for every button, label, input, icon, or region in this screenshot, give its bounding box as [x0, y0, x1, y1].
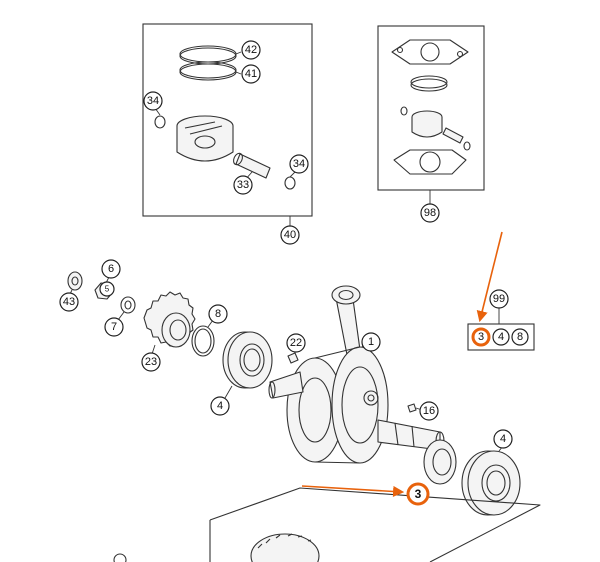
callout-16: 16: [419, 401, 439, 421]
gear-23: [143, 291, 196, 348]
cylinder-base-gasket: [393, 149, 467, 175]
callout-98: 98: [420, 203, 440, 223]
svg-text:43: 43: [63, 296, 75, 308]
callout-41: 41: [241, 64, 261, 84]
svg-text:40: 40: [284, 229, 296, 241]
svg-text:3: 3: [415, 487, 422, 501]
svg-text:1: 1: [368, 336, 374, 348]
callout-5: 5: [99, 281, 115, 297]
svg-text:3: 3: [478, 331, 484, 343]
callout-8: 8: [208, 304, 228, 324]
callout-34-bottom: 34: [289, 154, 309, 174]
piston-kit-box: [142, 23, 313, 226]
crankshaft: [268, 285, 445, 464]
kit-99-box: [467, 307, 535, 351]
piston-pin-33: [233, 152, 271, 179]
callout-1: 1: [361, 332, 381, 352]
svg-text:4: 4: [500, 433, 506, 445]
svg-text:4: 4: [217, 400, 223, 412]
svg-text:99: 99: [493, 293, 505, 305]
callout-6: 6: [101, 259, 121, 279]
callout-3-highlighted: 3: [406, 482, 430, 506]
callout-22: 22: [286, 333, 306, 353]
cylinder-head-gasket: [391, 39, 469, 65]
svg-text:23: 23: [145, 356, 157, 368]
svg-text:5: 5: [105, 285, 110, 294]
callout-4-left: 4: [210, 396, 230, 416]
o-ring-8: [191, 325, 215, 357]
svg-text:98: 98: [424, 207, 436, 219]
callout-7: 7: [104, 317, 124, 337]
callout-34-top: 34: [143, 91, 163, 111]
callout-33: 33: [233, 175, 253, 195]
gasket-kit-ring: [410, 75, 448, 89]
piston-ring-42: [179, 45, 237, 65]
rotor-partial: [250, 533, 320, 562]
svg-text:8: 8: [517, 331, 523, 343]
kit-callout-8: 8: [511, 328, 529, 346]
svg-text:42: 42: [245, 44, 257, 56]
circlip-34b: [284, 176, 296, 190]
kit-callout-3: 3: [471, 327, 491, 347]
callout-40: 40: [280, 225, 300, 245]
svg-text:8: 8: [215, 308, 221, 320]
bearing-right: [461, 450, 521, 516]
callout-43: 43: [59, 292, 79, 312]
svg-text:22: 22: [290, 337, 302, 349]
callout-4-right: 4: [493, 429, 513, 449]
svg-text:41: 41: [245, 68, 257, 80]
piston: [176, 115, 234, 162]
circlip-34a: [154, 115, 166, 129]
svg-text:7: 7: [111, 321, 117, 333]
svg-text:16: 16: [423, 405, 435, 417]
svg-text:34: 34: [147, 95, 159, 107]
svg-text:33: 33: [237, 179, 249, 191]
bearing-left: [222, 331, 273, 389]
left-side-parts: [67, 271, 273, 399]
callout-99: 99: [489, 289, 509, 309]
gasket-kit-box: [377, 25, 485, 205]
arrow-to-callout-3: [301, 485, 405, 498]
gasket-kit-piston: [411, 110, 443, 138]
svg-text:4: 4: [498, 331, 504, 343]
arrow-to-kit-3: [476, 231, 503, 323]
svg-text:6: 6: [108, 263, 114, 275]
svg-text:34: 34: [293, 158, 305, 170]
callout-23: 23: [141, 352, 161, 372]
shim-washer: [423, 439, 457, 485]
callout-42: 42: [241, 40, 261, 60]
piston-ring-41: [179, 61, 237, 81]
kit-callout-4: 4: [492, 328, 510, 346]
